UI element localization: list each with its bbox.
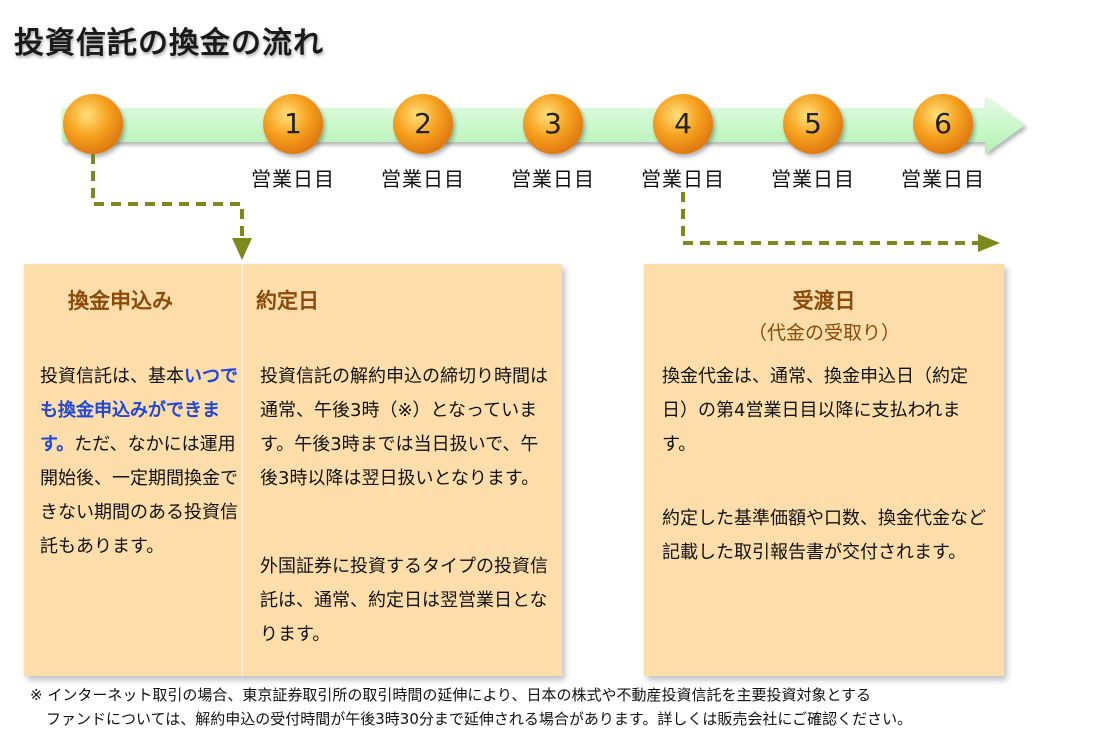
day-label-5: 営業日目	[771, 167, 855, 191]
request-heading: 換金申込み	[68, 289, 173, 313]
timeline-graphic	[62, 94, 1025, 260]
footnote-line-1: ※ インターネット取引の場合、東京証券取引所の取引時間の延伸により、日本の株式や…	[30, 686, 871, 704]
day-label-1: 営業日目	[251, 167, 335, 191]
request-text-intro: 投資信託は、基本	[40, 366, 184, 387]
settlement-payment-text: 換金代金は、通常、換金申込日（約定日）の第4営業日目以降に支払われます。	[662, 366, 968, 455]
day-circle-6	[913, 94, 973, 154]
day-number-5: 5	[804, 107, 822, 140]
connector-settlement	[681, 192, 980, 245]
day-label-4: 営業日目	[641, 167, 725, 191]
connector-request	[91, 154, 244, 240]
day-label-2: 営業日目	[381, 167, 465, 191]
day-number-2: 2	[414, 107, 432, 140]
request-text-highlight: いつでも換金申込みができます。	[40, 366, 238, 455]
contract-heading: 約定日	[256, 289, 319, 313]
contract-foreign-description: 外国証券に投資するタイプの投資信託は、通常、約定日は翌営業日となります。	[260, 556, 548, 645]
day-label-3: 営業日目	[511, 167, 595, 191]
day-circle-5	[783, 94, 843, 154]
request-contract-box	[24, 264, 562, 676]
connector-settlement-arrowhead	[978, 234, 1000, 252]
request-description: 投資信託は、基本いつでも換金申込みができます。ただ、なかには運用開始後、一定期間…	[40, 360, 242, 564]
footnote-line-2: ファンドについては、解約申込の受付時間が午後3時30分まで延伸される場合がありま…	[46, 710, 913, 728]
day-number-1: 1	[284, 107, 302, 140]
day-number-3: 3	[544, 107, 562, 140]
day-number-6: 6	[934, 107, 952, 140]
day-number-4: 4	[674, 107, 692, 140]
day-circle-3	[523, 94, 583, 154]
start-circle	[63, 94, 123, 154]
contract-description: 投資信託の解約申込の締切り時間は通常、午後3時（※）となっています。午後3時まで…	[260, 366, 548, 489]
day-circle-1	[263, 94, 323, 154]
request-text-detail: ただ、なかには運用開始後、一定期間換金できない期間のある投資信託もあります。	[40, 434, 238, 557]
settlement-heading: 受渡日	[792, 289, 856, 313]
day-circle-2	[393, 94, 453, 154]
settlement-subheading: （代金の受取り）	[747, 322, 900, 344]
column-divider	[242, 264, 243, 676]
day-label-6: 営業日目	[901, 167, 985, 191]
connector-request-arrowhead	[232, 238, 252, 260]
settlement-report-text: 約定した基準価額や口数、換金代金など記載した取引報告書が交付されます。	[662, 508, 986, 563]
settlement-box	[644, 264, 1004, 676]
page-title: 投資信託の換金の流れ	[14, 26, 324, 61]
day-circle-4	[653, 94, 713, 154]
